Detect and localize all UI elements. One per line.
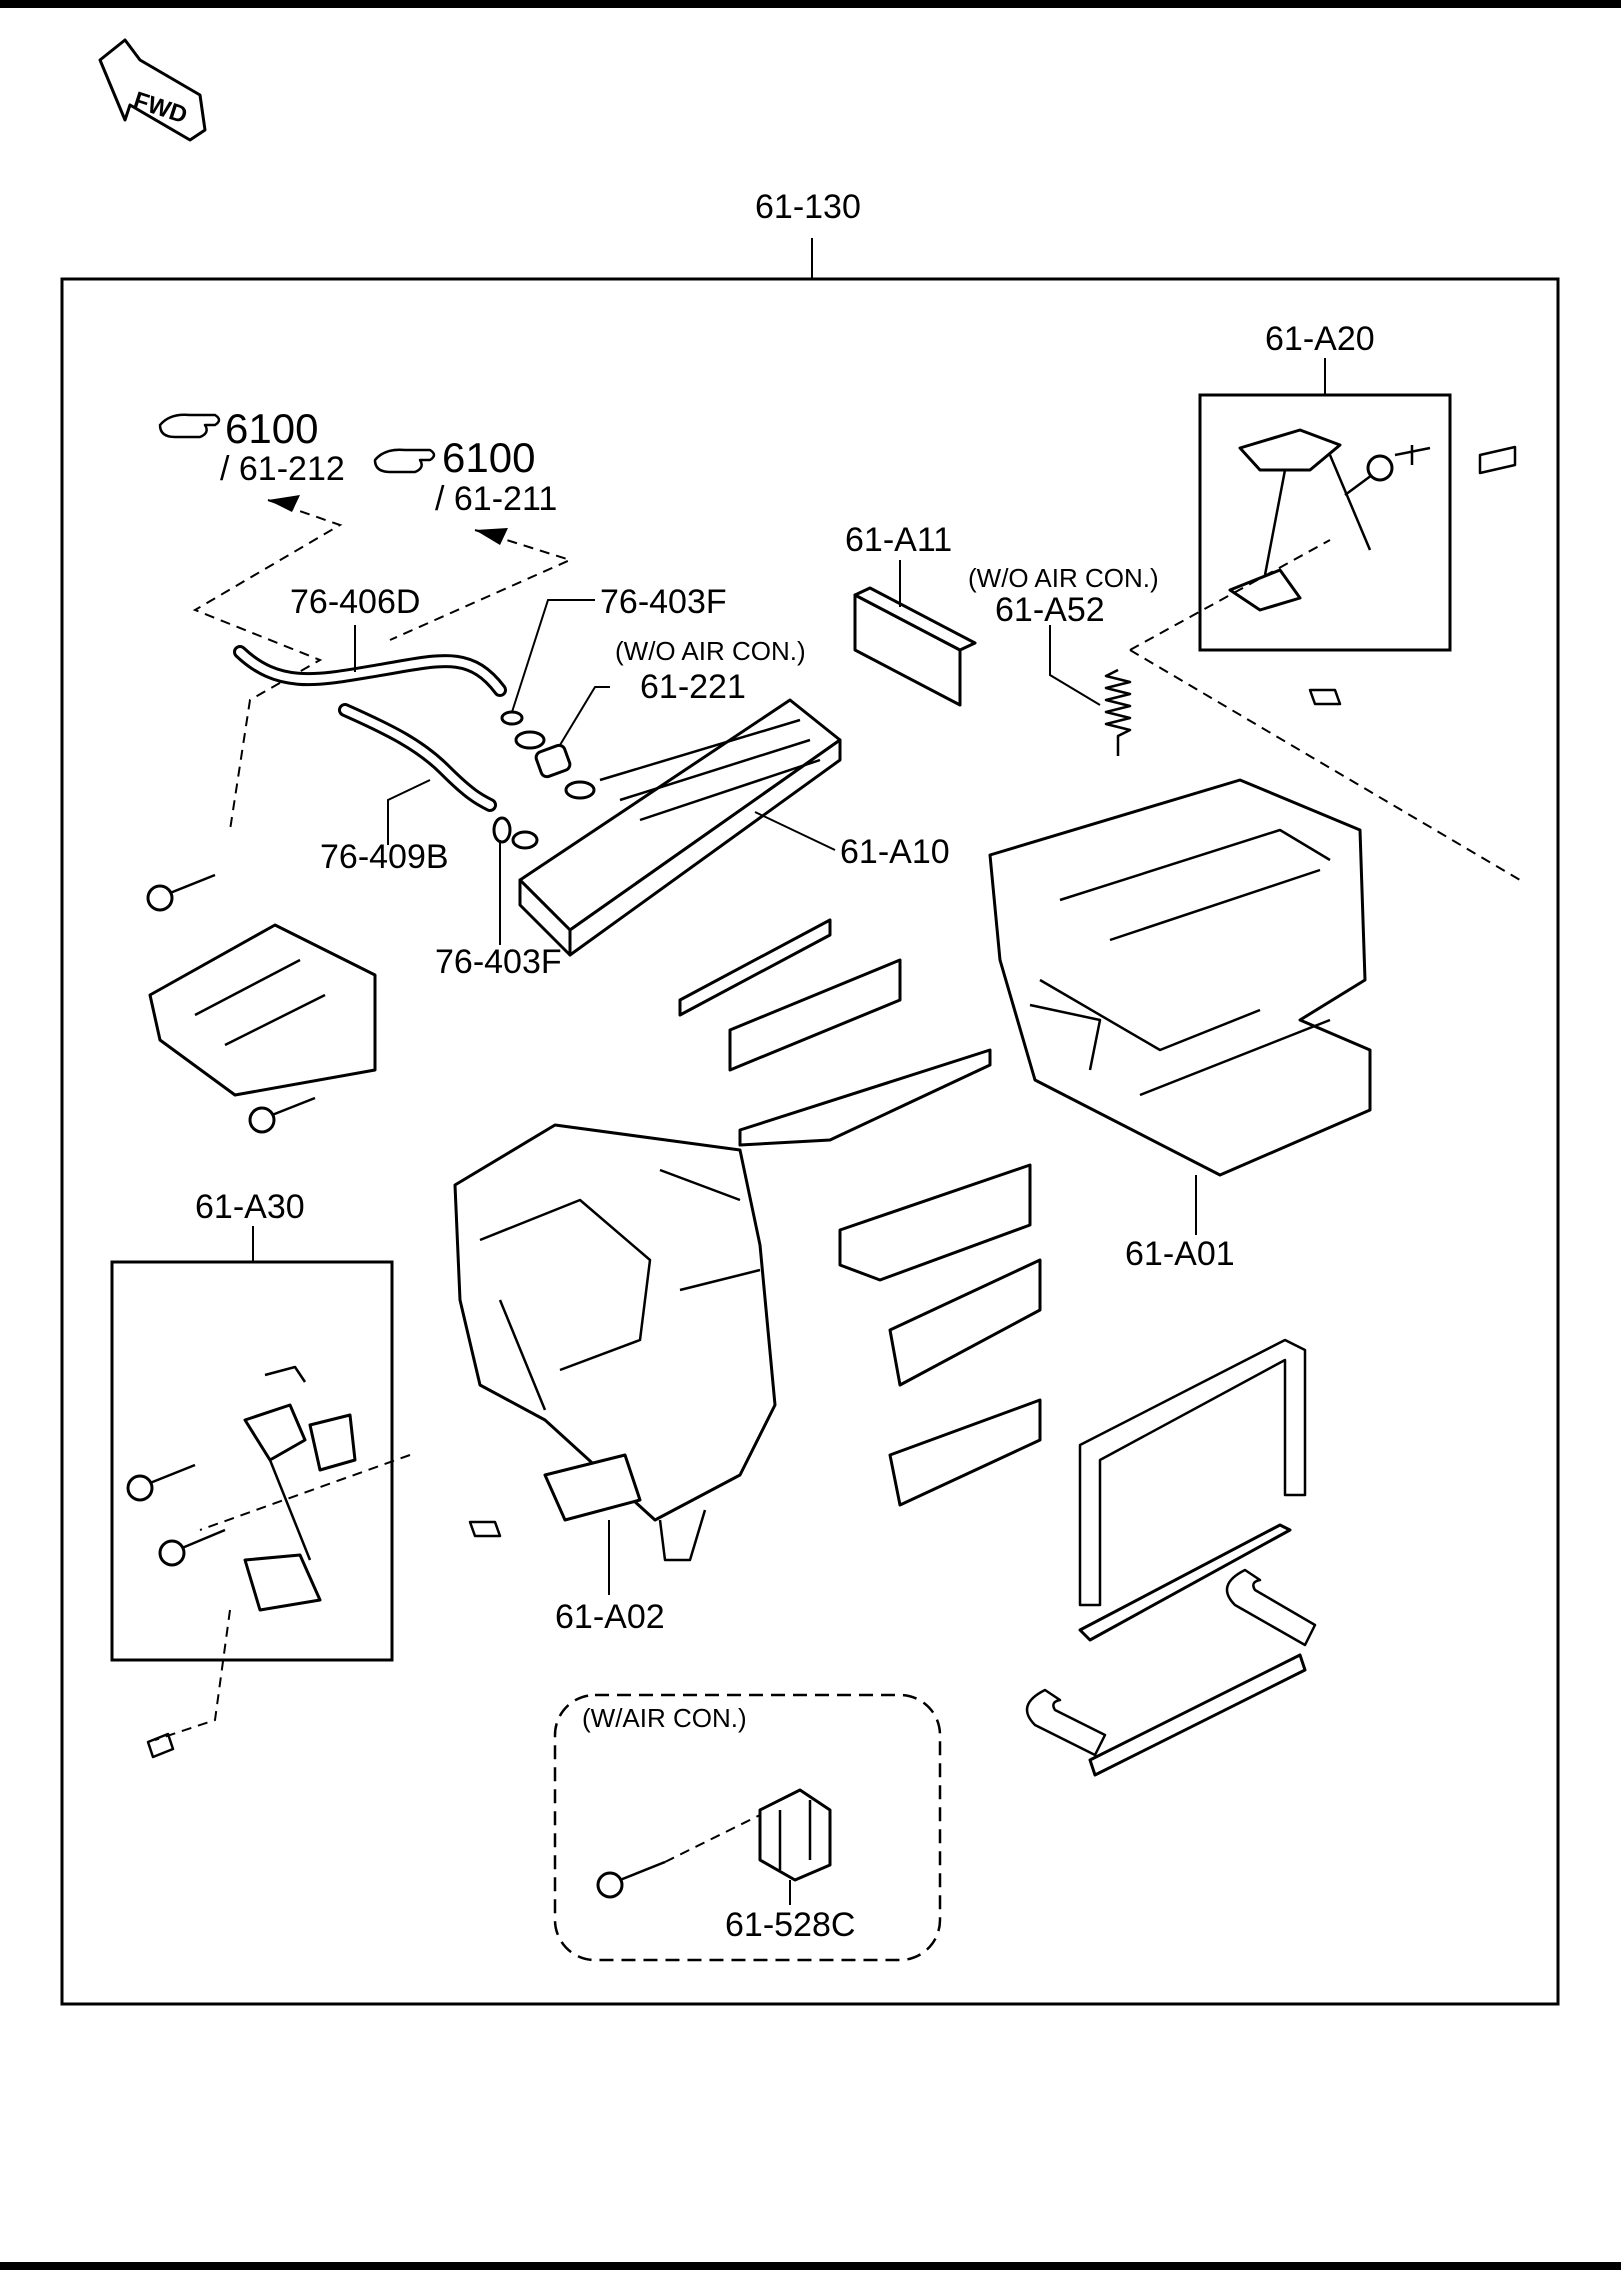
top-rule	[0, 0, 1621, 8]
hose-76-406d	[233, 645, 507, 697]
screw-icon	[1344, 454, 1394, 497]
fwd-arrow-icon: FWD	[98, 38, 207, 142]
label-hose-76-409b: 76-409B	[320, 838, 449, 876]
label-link-61-a30: 61-A30	[195, 1188, 305, 1226]
label-case-61-a01: 61-A01	[1125, 1235, 1235, 1273]
case-61-a02	[453, 1123, 777, 1562]
filter-61-a11	[853, 586, 977, 707]
label-wo-aircon-2: (W/O AIR CON.)	[968, 563, 1159, 593]
label-filter-61-a11: 61-A11	[845, 521, 953, 559]
label-core-61-a10: 61-A10	[840, 833, 950, 871]
label-wo-aircon-1: (W/O AIR CON.)	[615, 636, 806, 666]
label-ref-page-2: 6100	[442, 434, 536, 481]
assembly-frame	[60, 277, 1560, 2006]
bottom-rule	[0, 2262, 1621, 2270]
label-case-61-a02: 61-A02	[555, 1598, 665, 1636]
spring-61-a52	[1104, 668, 1132, 756]
reference-hand-icon	[373, 448, 436, 474]
bracket-61-528c	[758, 1788, 832, 1882]
label-ref-sub-1: / 61-212	[220, 450, 345, 488]
label-oring-76-403f-bottom: 76-403F	[435, 943, 562, 981]
label-hose-76-406d: 76-406D	[290, 583, 421, 621]
heater-core-61-a10	[518, 698, 842, 957]
hose-76-409b	[338, 703, 497, 812]
label-link-61-a20: 61-A20	[1265, 320, 1375, 358]
damper-doors	[678, 918, 1042, 1507]
case-61-a01	[988, 778, 1372, 1177]
screw-icon	[146, 873, 216, 912]
label-bracket-61-528c: 61-528C	[725, 1906, 856, 1944]
label-w-aircon: (W/AIR CON.)	[582, 1703, 747, 1733]
label-spring-61-a52: 61-A52	[995, 591, 1105, 629]
label-ref-page-1: 6100	[225, 405, 319, 452]
link-assembly-61-a20	[1228, 428, 1517, 612]
screw-icon	[248, 1096, 316, 1134]
label-oring-76-403f-top: 76-403F	[600, 583, 727, 621]
screw-icon	[126, 1463, 196, 1502]
reference-hand-icon	[158, 413, 221, 439]
link-assembly-61-a30	[243, 1365, 357, 1612]
screw-icon	[596, 1860, 666, 1899]
clip-icon	[1308, 688, 1342, 706]
screw-icon	[158, 1528, 226, 1567]
label-assembly-61-130: 61-130	[755, 188, 861, 226]
label-valve-61-221: 61-221	[640, 668, 746, 706]
seal-strips	[1025, 1338, 1317, 1777]
clip-icon	[146, 1732, 175, 1759]
upper-left-duct	[148, 923, 377, 1097]
label-ref-sub-2: / 61-211	[435, 480, 558, 518]
link-a20-box	[1198, 393, 1452, 652]
clip-icon	[468, 1520, 502, 1538]
